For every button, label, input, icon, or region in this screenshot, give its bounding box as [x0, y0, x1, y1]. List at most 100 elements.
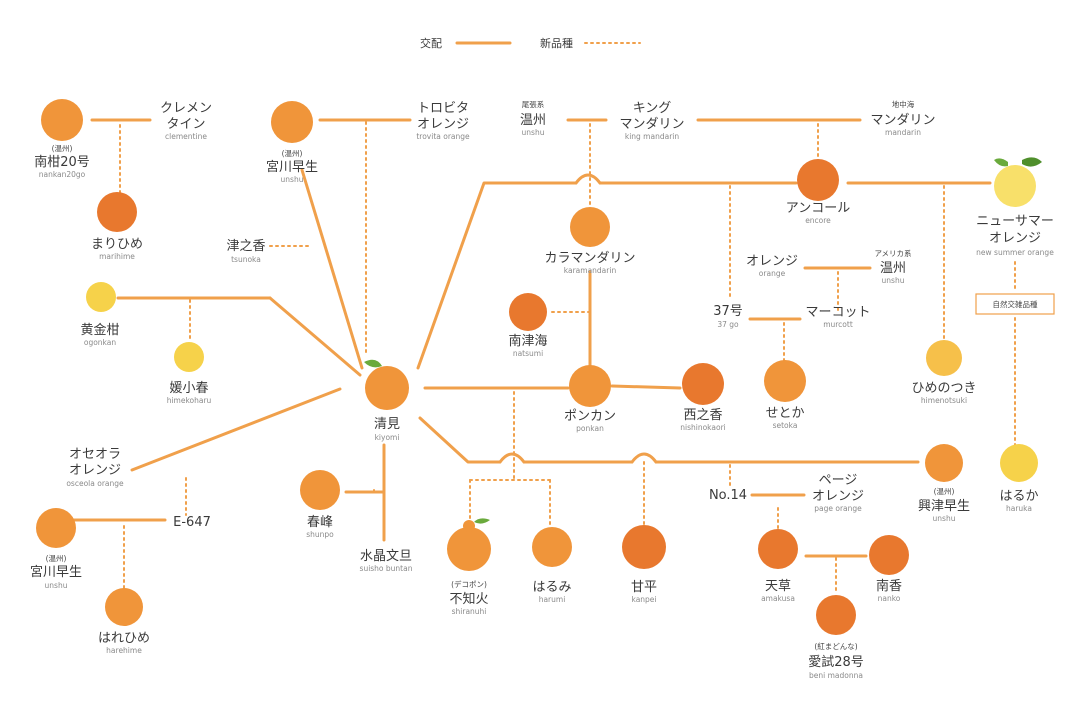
- beni-en: beni madonna: [809, 671, 863, 680]
- ancor-en: encore: [805, 216, 831, 225]
- nankan-en: nankan20go: [39, 170, 86, 179]
- nanko-en: nanko: [878, 594, 901, 603]
- fruit-okitsu: [925, 444, 963, 482]
- king-en: king mandarin: [625, 132, 680, 141]
- setoka-label: せとか: [765, 406, 804, 421]
- miyagawa2-prefix: (温州): [46, 554, 67, 563]
- marihime-en: marihime: [99, 252, 135, 261]
- newsummer-label-1: ニューサマー: [976, 214, 1054, 229]
- miyagawa1-en: unshu: [281, 175, 304, 184]
- leaf-icon: [1022, 157, 1042, 167]
- shunpo-en: shunpo: [306, 530, 334, 539]
- fruit-amakusa: [758, 529, 798, 569]
- shiranui-label: 不知火: [449, 591, 488, 607]
- karamandarin-label: カラマンダリン: [544, 251, 635, 266]
- ponkan-label: ポンカン: [564, 409, 616, 424]
- king-label-2: マンダリン: [619, 117, 684, 132]
- harumi-label: はるみ: [532, 580, 571, 595]
- ogonkan-en: ogonkan: [84, 338, 116, 347]
- fruit-newsummer: [994, 157, 1042, 207]
- fruit-karamandarin: [570, 207, 610, 247]
- kiyomi-label: 清見: [374, 417, 400, 432]
- mandarin-label: マンダリン: [870, 113, 935, 128]
- okitsu-label: 興津早生: [918, 499, 970, 514]
- haruka-label: はるか: [999, 489, 1038, 504]
- miyagawa2-en: unshu: [45, 581, 68, 590]
- tsunokaori-label: 津之香: [226, 239, 265, 254]
- fruit-miyagawa2: [36, 508, 76, 548]
- page-label-2: オレンジ: [812, 489, 864, 504]
- ogonkan-label: 黄金柑: [80, 322, 119, 338]
- leaf-icon: [364, 359, 382, 368]
- unshu-us-en: unshu: [882, 276, 905, 285]
- fruit-shunpo: [300, 470, 340, 510]
- fruit-beni: [816, 595, 856, 635]
- amakusa-en: amakusa: [761, 594, 795, 603]
- trovita-label-2: オレンジ: [417, 117, 469, 132]
- ancor-label: アンコール: [786, 201, 850, 216]
- nankan-label: 南柑20号: [34, 154, 90, 170]
- fruit-nanko: [869, 535, 909, 575]
- page-en: page orange: [814, 504, 862, 513]
- unshu-top-label: 温州: [520, 113, 546, 128]
- fruit-kanpei: [622, 525, 666, 569]
- nishinokaori-en: nishinokaori: [680, 423, 726, 432]
- harehime-en: harehime: [106, 646, 142, 655]
- murcott-en: murcott: [823, 320, 853, 329]
- trovita-label-1: トロビタ: [417, 101, 469, 116]
- new-variety-lines: [119, 121, 1016, 595]
- marihime-label: まりひめ: [91, 237, 143, 252]
- osceola-label-2: オレンジ: [69, 463, 121, 478]
- tsunokaori-en: tsunoka: [231, 255, 261, 264]
- amakusa-label: 天草: [765, 579, 791, 594]
- orange-label: オレンジ: [746, 254, 798, 269]
- unshu-top-prefix: 尾張系: [522, 99, 545, 109]
- himekoharu-en: himekoharu: [167, 396, 212, 405]
- newsummer-en: new summer orange: [976, 248, 1054, 257]
- kanpei-label: 甘平: [631, 580, 657, 595]
- suisho-en: suisho buntan: [360, 564, 413, 573]
- mandarin-en: mandarin: [885, 128, 921, 137]
- beni-label: 愛試28号: [808, 654, 864, 670]
- suisho-label: 水晶文旦: [360, 549, 412, 564]
- nanko-label: 南香: [876, 578, 902, 594]
- fruit-kiyomi: [364, 359, 409, 410]
- setoka-en: setoka: [773, 421, 798, 430]
- harumi-en: harumi: [539, 595, 566, 604]
- fruit-nanjumi: [509, 293, 547, 331]
- trovita-en: trovita orange: [416, 132, 470, 141]
- fruit-himekoharu: [174, 342, 204, 372]
- haruka-en: haruka: [1006, 504, 1032, 513]
- osceola-en: osceola orange: [66, 479, 124, 488]
- fruit-miyagawa1: [271, 101, 313, 143]
- leaf-icon: [994, 158, 1008, 167]
- nanjumi-en: natsumi: [513, 349, 543, 358]
- fruit-nishinokaori: [682, 363, 724, 405]
- miyagawa1-label: 宮川早生: [266, 159, 318, 175]
- clementine-label-2: タイン: [166, 117, 205, 132]
- fruit-ancor: [797, 159, 839, 201]
- shiranui-prefix: (デコポン): [451, 579, 487, 589]
- legend: 交配 新品種: [420, 36, 641, 50]
- e647-label: E-647: [173, 515, 211, 530]
- himenotsuki-label: ひめのつき: [911, 381, 976, 396]
- natural-hybrid-note-text: 自然交雑品種: [993, 299, 1038, 309]
- himekoharu-label: 媛小春: [169, 381, 208, 396]
- shiranui-en: shiranuhi: [452, 607, 487, 616]
- nanjumi-label: 南津海: [508, 333, 547, 349]
- miyagawa2-label: 宮川早生: [30, 564, 82, 580]
- unshu-top-en: unshu: [522, 128, 545, 137]
- no14-label: No.14: [709, 488, 747, 503]
- fruit-ponkan: [569, 365, 611, 407]
- fruit-haruka: [1000, 444, 1038, 482]
- karamandarin-en: karamandarin: [564, 266, 617, 275]
- fruit-ogonkan: [86, 282, 116, 312]
- clementine-en: clementine: [165, 132, 207, 141]
- murcott-label: マーコット: [805, 305, 870, 320]
- okitsu-en: unshu: [933, 514, 956, 523]
- unshu-us-label: 温州: [880, 261, 906, 276]
- nishinokaori-label: 西之香: [683, 408, 722, 423]
- unshu-us-prefix: アメリカ系: [874, 248, 912, 258]
- beni-prefix: (紅まどんな): [814, 641, 857, 651]
- fruit-shiranui: [447, 518, 491, 571]
